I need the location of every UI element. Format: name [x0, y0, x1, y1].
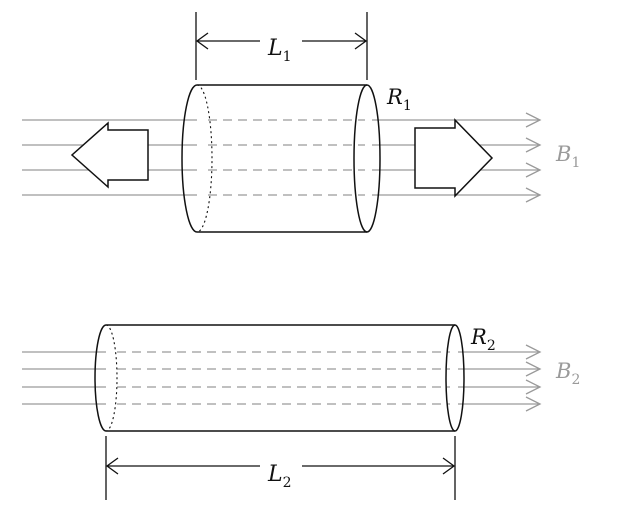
- bottom-length-dimension: [105, 436, 456, 500]
- bottom-field-label: B2: [555, 359, 580, 388]
- top-field-arrowhead-3: [525, 162, 542, 178]
- top-right-flux-arrow: [414, 118, 494, 198]
- top-length-dimension: [195, 12, 368, 80]
- top-field-arrowhead-1: [525, 112, 542, 128]
- bottom-field-arrowhead-3: [525, 379, 542, 395]
- top-cylinder-left-end-front: [181, 84, 198, 233]
- bottom-cylinder-left-end-front: [94, 324, 107, 432]
- bottom-length-label: L2: [267, 462, 292, 491]
- top-length-label: L1: [267, 36, 292, 65]
- top-cylinder-body: [181, 84, 381, 233]
- bottom-field-arrowhead-1: [525, 344, 542, 360]
- bottom-radius-label: R2: [470, 325, 496, 354]
- bottom-cylinder-right-end: [445, 324, 465, 432]
- top-field-arrowhead-2: [525, 137, 542, 153]
- top-field-lines-inside: [208, 119, 365, 196]
- bottom-cylinder-body: [94, 324, 465, 432]
- bottom-field-arrowhead-4: [525, 396, 542, 412]
- top-left-flux-arrow: [70, 121, 149, 189]
- bottom-field-lines-inside: [117, 351, 450, 405]
- top-cylinder-left-end-back: [196, 84, 213, 233]
- bottom-field-lines-right: [458, 344, 542, 412]
- top-field-label: B1: [555, 142, 580, 171]
- top-cylinder-group: L1 R1 B1: [22, 12, 580, 233]
- top-radius-label: R1: [386, 85, 412, 114]
- bottom-field-lines-left: [22, 351, 106, 405]
- top-field-arrowhead-4: [525, 187, 542, 203]
- top-cylinder-right-end: [353, 84, 381, 233]
- bottom-cylinder-left-end-back: [105, 324, 118, 432]
- bottom-cylinder-group: L2 R2 B2: [22, 324, 580, 500]
- bottom-field-arrowhead-2: [525, 361, 542, 377]
